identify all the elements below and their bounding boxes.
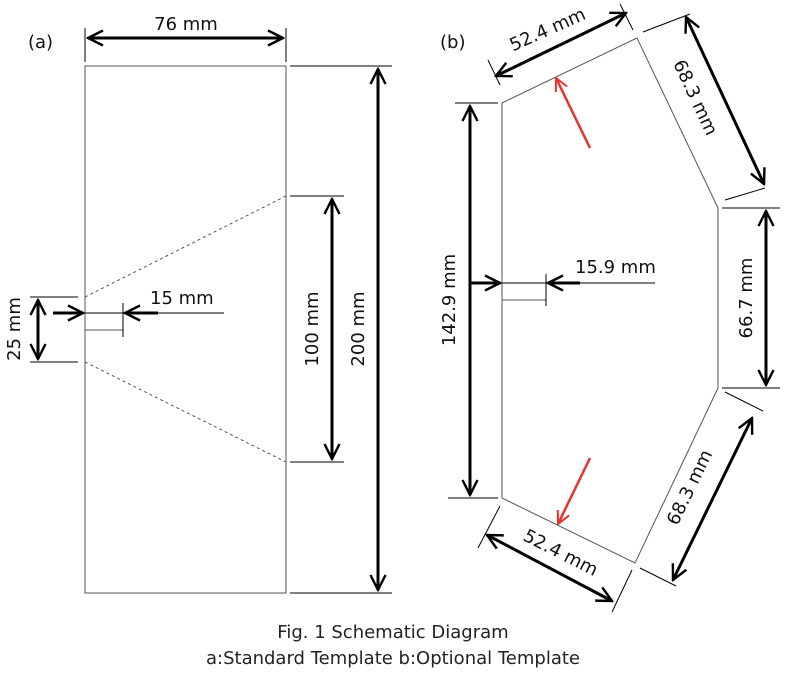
slot-depth-label: 15 mm [150,288,214,309]
slot-height-label: 25 mm [4,297,25,361]
slot-b [501,282,547,301]
panel-b: (b) 142.9 mm 15.9 mm 66.7 mm 52.4 mm 68.… [439,3,780,613]
slot-b-depth-label: 15.9 mm [575,257,656,278]
height-dimension-label: 200 mm [348,291,369,366]
top-short-edge-label: 52.4 mm [507,4,589,56]
slot-a [84,312,124,331]
left-edge-label: 142.9 mm [439,254,460,346]
red-indicator-arrow-top [556,78,592,149]
projection-line-bottom [84,361,287,463]
optional-template-outline [501,37,719,564]
top-long-edge-label: 68.3 mm [668,57,721,139]
right-edge-label: 66.7 mm [736,258,757,339]
red-indicator-arrow-bottom [558,457,592,524]
window-dimension-label: 100 mm [302,291,323,366]
figure-caption-subtitle: a:Standard Template b:Optional Template [206,648,580,669]
figure-caption-title: Fig. 1 Schematic Diagram [277,622,508,643]
panel-b-label: (b) [440,32,465,53]
panel-a-label: (a) [28,32,53,53]
panel-a: (a) 76 mm 200 mm 100 mm 25 mm 15 mm [4,14,392,594]
projection-line-top [84,195,287,298]
width-dimension-label: 76 mm [154,14,218,35]
